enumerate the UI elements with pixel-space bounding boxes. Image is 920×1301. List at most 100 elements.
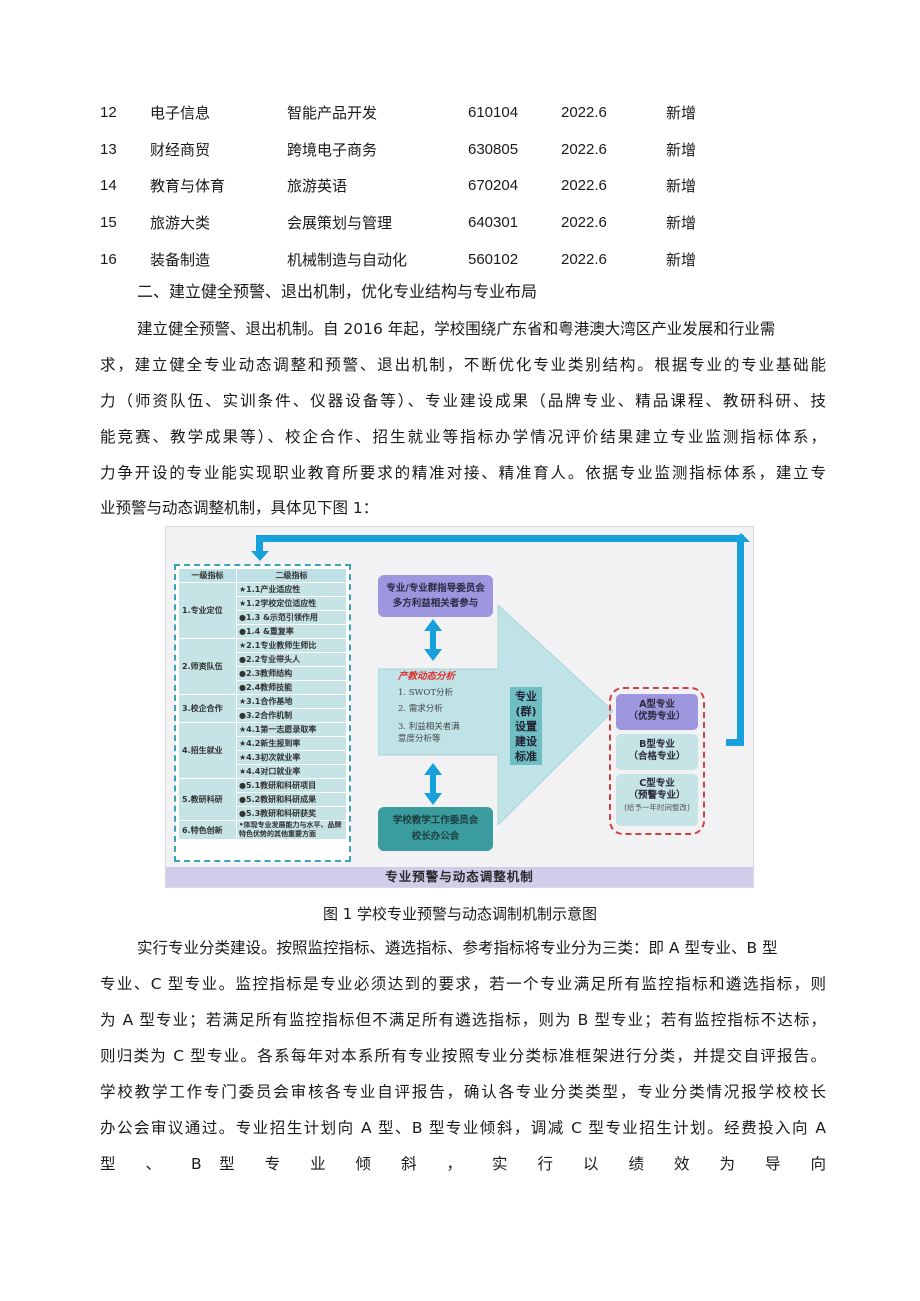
row-number: 13	[100, 141, 117, 158]
analysis-item: 3. 利益相关者满	[398, 722, 460, 732]
indicator-level2: ●5.3教研和科研获奖	[236, 806, 347, 821]
paragraph-line: 建立健全预警、退出机制。自 2016 年起，学校围绕广东省和粤港澳大湾区产业发展…	[137, 320, 776, 338]
analysis-item: 2. 需求分析	[398, 704, 443, 714]
table-row: 13 财经商贸 跨境电子商务 630805 2022.6 新增	[0, 139, 920, 161]
indicator-level1: 2.师资队伍	[178, 638, 237, 695]
double-arrow-icon	[424, 619, 442, 661]
paragraph-line: 力争开设的专业能实现职业教育所要求的精准对接、精准育人。依据专业监测指标体系，建…	[100, 464, 826, 482]
indicator-level2: ●2.3教师结构	[236, 666, 347, 681]
paragraph-line: 学校教学工作专门委员会审核各专业自评报告，确认各专业分类类型，专业分类情况报学校…	[100, 1083, 826, 1101]
feedback-loop-left	[256, 535, 263, 553]
major-types-group: A型专业 （优势专业） B型专业 （合格专业） C型专业 （预警专业） (给予一…	[609, 687, 705, 835]
paragraph-line: 则归类为 C 型专业。各系每年对本系所有专业按照专业分类标准框架进行分类，并提交…	[100, 1047, 826, 1065]
row-category: 电子信息	[150, 104, 211, 122]
indicator-level2: ●1.4 &重复率	[236, 624, 347, 639]
indicator-header-level1: 一级指标	[178, 568, 237, 583]
indicator-level2: ★3.1合作基地	[236, 694, 347, 709]
teaching-committee-box: 学校教学工作委员会 校长办公会	[378, 807, 493, 851]
mechanism-diagram: 一级指标 二级指标 1.专业定位★1.1产业适应性★1.2学校定位适应性●1.3…	[165, 526, 754, 888]
row-code: 630805	[468, 141, 519, 158]
paragraph-line: 能竞赛、教学成果等）、校企合作、招生就业等指标办学情况评价结果建立专业监测指标体…	[100, 428, 826, 446]
indicator-level2: ●2.4教师技能	[236, 680, 347, 695]
row-date: 2022.6	[561, 141, 607, 158]
row-status: 新增	[666, 251, 697, 269]
double-arrow-icon	[424, 763, 442, 805]
indicator-level2: ●2.2专业带头人	[236, 652, 347, 667]
indicator-table: 一级指标 二级指标 1.专业定位★1.1产业适应性★1.2学校定位适应性●1.3…	[174, 564, 351, 862]
indicator-level1: 4.招生就业	[178, 722, 237, 779]
standard-line: 专业	[515, 690, 537, 703]
arrow-up-icon	[732, 533, 750, 542]
standard-line: (群)	[515, 705, 537, 718]
industry-education-analysis: 产教动态分析 1. SWOT分析 2. 需求分析 3. 利益相关者满 意度分析等	[398, 669, 460, 745]
row-status: 新增	[666, 141, 697, 159]
indicator-level1: 3.校企合作	[178, 694, 237, 723]
row-code: 560102	[468, 251, 519, 268]
committee-bottom-line2: 校长办公会	[411, 831, 460, 842]
row-status: 新增	[666, 104, 697, 122]
paragraph-line: 专业、C 型专业。监控指标是专业必须达到的要求，若一个专业满足所有监控指标和遴选…	[100, 975, 826, 993]
standard-line: 标准	[515, 750, 537, 763]
steering-committee-box: 专业/专业群指导委员会 多方利益相关者参与	[378, 575, 493, 617]
committee-bottom-line1: 学校教学工作委员会	[392, 815, 479, 826]
feedback-loop-right	[737, 541, 744, 746]
indicator-level2: ●3.2合作机制	[236, 708, 347, 723]
indicator-level2: ★1.1产业适应性	[236, 582, 347, 597]
row-date: 2022.6	[561, 214, 607, 231]
paragraph-line: 为 A 型专业；若满足所有监控指标但不满足所有遴选指标，则为 B 型专业；若有监…	[100, 1011, 826, 1029]
row-date: 2022.6	[561, 251, 607, 268]
type-a-sub: （优势专业）	[628, 711, 686, 722]
indicator-level2: ●5.1教研和科研项目	[236, 778, 347, 793]
type-c-sub: （预警专业）	[628, 790, 686, 801]
figure-caption: 图 1 学校专业预警与动态调制机制示意图	[322, 905, 598, 923]
paragraph-line: 求，建立健全专业动态调整和预警、退出机制，不断优化专业类别结构。根据专业的专业基…	[100, 356, 826, 374]
row-number: 15	[100, 214, 117, 231]
big-right-arrow	[378, 605, 613, 825]
paragraph-line: 型 、 B 型 专 业 倾 斜 ， 实 行 以 绩 效 为 导 向	[100, 1155, 826, 1173]
row-major: 旅游英语	[287, 177, 348, 195]
analysis-item: 1. SWOT分析	[398, 688, 454, 698]
standard-box: 专业 (群) 设置 建设 标准	[510, 687, 542, 765]
indicator-level2: ★4.3初次就业率	[236, 750, 347, 765]
type-a-title: A型专业	[639, 699, 675, 710]
row-category: 装备制造	[150, 251, 211, 269]
row-number: 14	[100, 177, 117, 194]
row-number: 12	[100, 104, 117, 121]
row-date: 2022.6	[561, 104, 607, 121]
committee-top-line2: 多方利益相关者参与	[392, 598, 479, 609]
committee-top-line1: 专业/专业群指导委员会	[386, 583, 485, 594]
section-heading: 二、建立健全预警、退出机制，优化专业结构与专业布局	[137, 282, 538, 301]
type-c-title: C型专业	[639, 778, 675, 789]
type-c-box: C型专业 （预警专业） (给予一年时间整改)	[616, 774, 698, 826]
row-major: 会展策划与管理	[287, 214, 393, 232]
indicator-level2: ★4.4对口就业率	[236, 764, 347, 779]
standard-line: 设置	[515, 720, 537, 733]
feedback-loop-connector	[726, 739, 744, 746]
paragraph-line: 业预警与动态调整机制，具体见下图 1：	[100, 499, 379, 517]
type-a-box: A型专业 （优势专业）	[616, 694, 698, 730]
row-category: 教育与体育	[150, 177, 226, 195]
indicator-level2: ★1.2学校定位适应性	[236, 596, 347, 611]
row-date: 2022.6	[561, 177, 607, 194]
feedback-loop-top	[256, 535, 744, 542]
type-b-title: B型专业	[639, 739, 675, 750]
table-row: 12 电子信息 智能产品开发 610104 2022.6 新增	[0, 102, 920, 124]
row-category: 财经商贸	[150, 141, 211, 159]
paragraph-line: 实行专业分类建设。按照监控指标、遴选指标、参考指标将专业分为三类：即 A 型专业…	[137, 939, 778, 957]
row-code: 640301	[468, 214, 519, 231]
row-code: 610104	[468, 104, 519, 121]
indicator-level1: 6.特色创新	[178, 820, 237, 840]
diagram-title-bar: 专业预警与动态调整机制	[166, 867, 753, 887]
indicator-header-level2: 二级指标	[236, 568, 347, 583]
row-major: 跨境电子商务	[287, 141, 378, 159]
row-major: 机械制造与自动化	[287, 251, 408, 269]
paragraph-line: 办公会审议通过。专业招生计划向 A 型、B 型专业倾斜，调减 C 型专业招生计划…	[100, 1119, 826, 1137]
indicator-level2: ★2.1专业教师生师比	[236, 638, 347, 653]
type-b-sub: （合格专业）	[628, 751, 686, 762]
analysis-title: 产教动态分析	[398, 671, 456, 682]
row-major: 智能产品开发	[287, 104, 378, 122]
row-status: 新增	[666, 214, 697, 232]
row-status: 新增	[666, 177, 697, 195]
